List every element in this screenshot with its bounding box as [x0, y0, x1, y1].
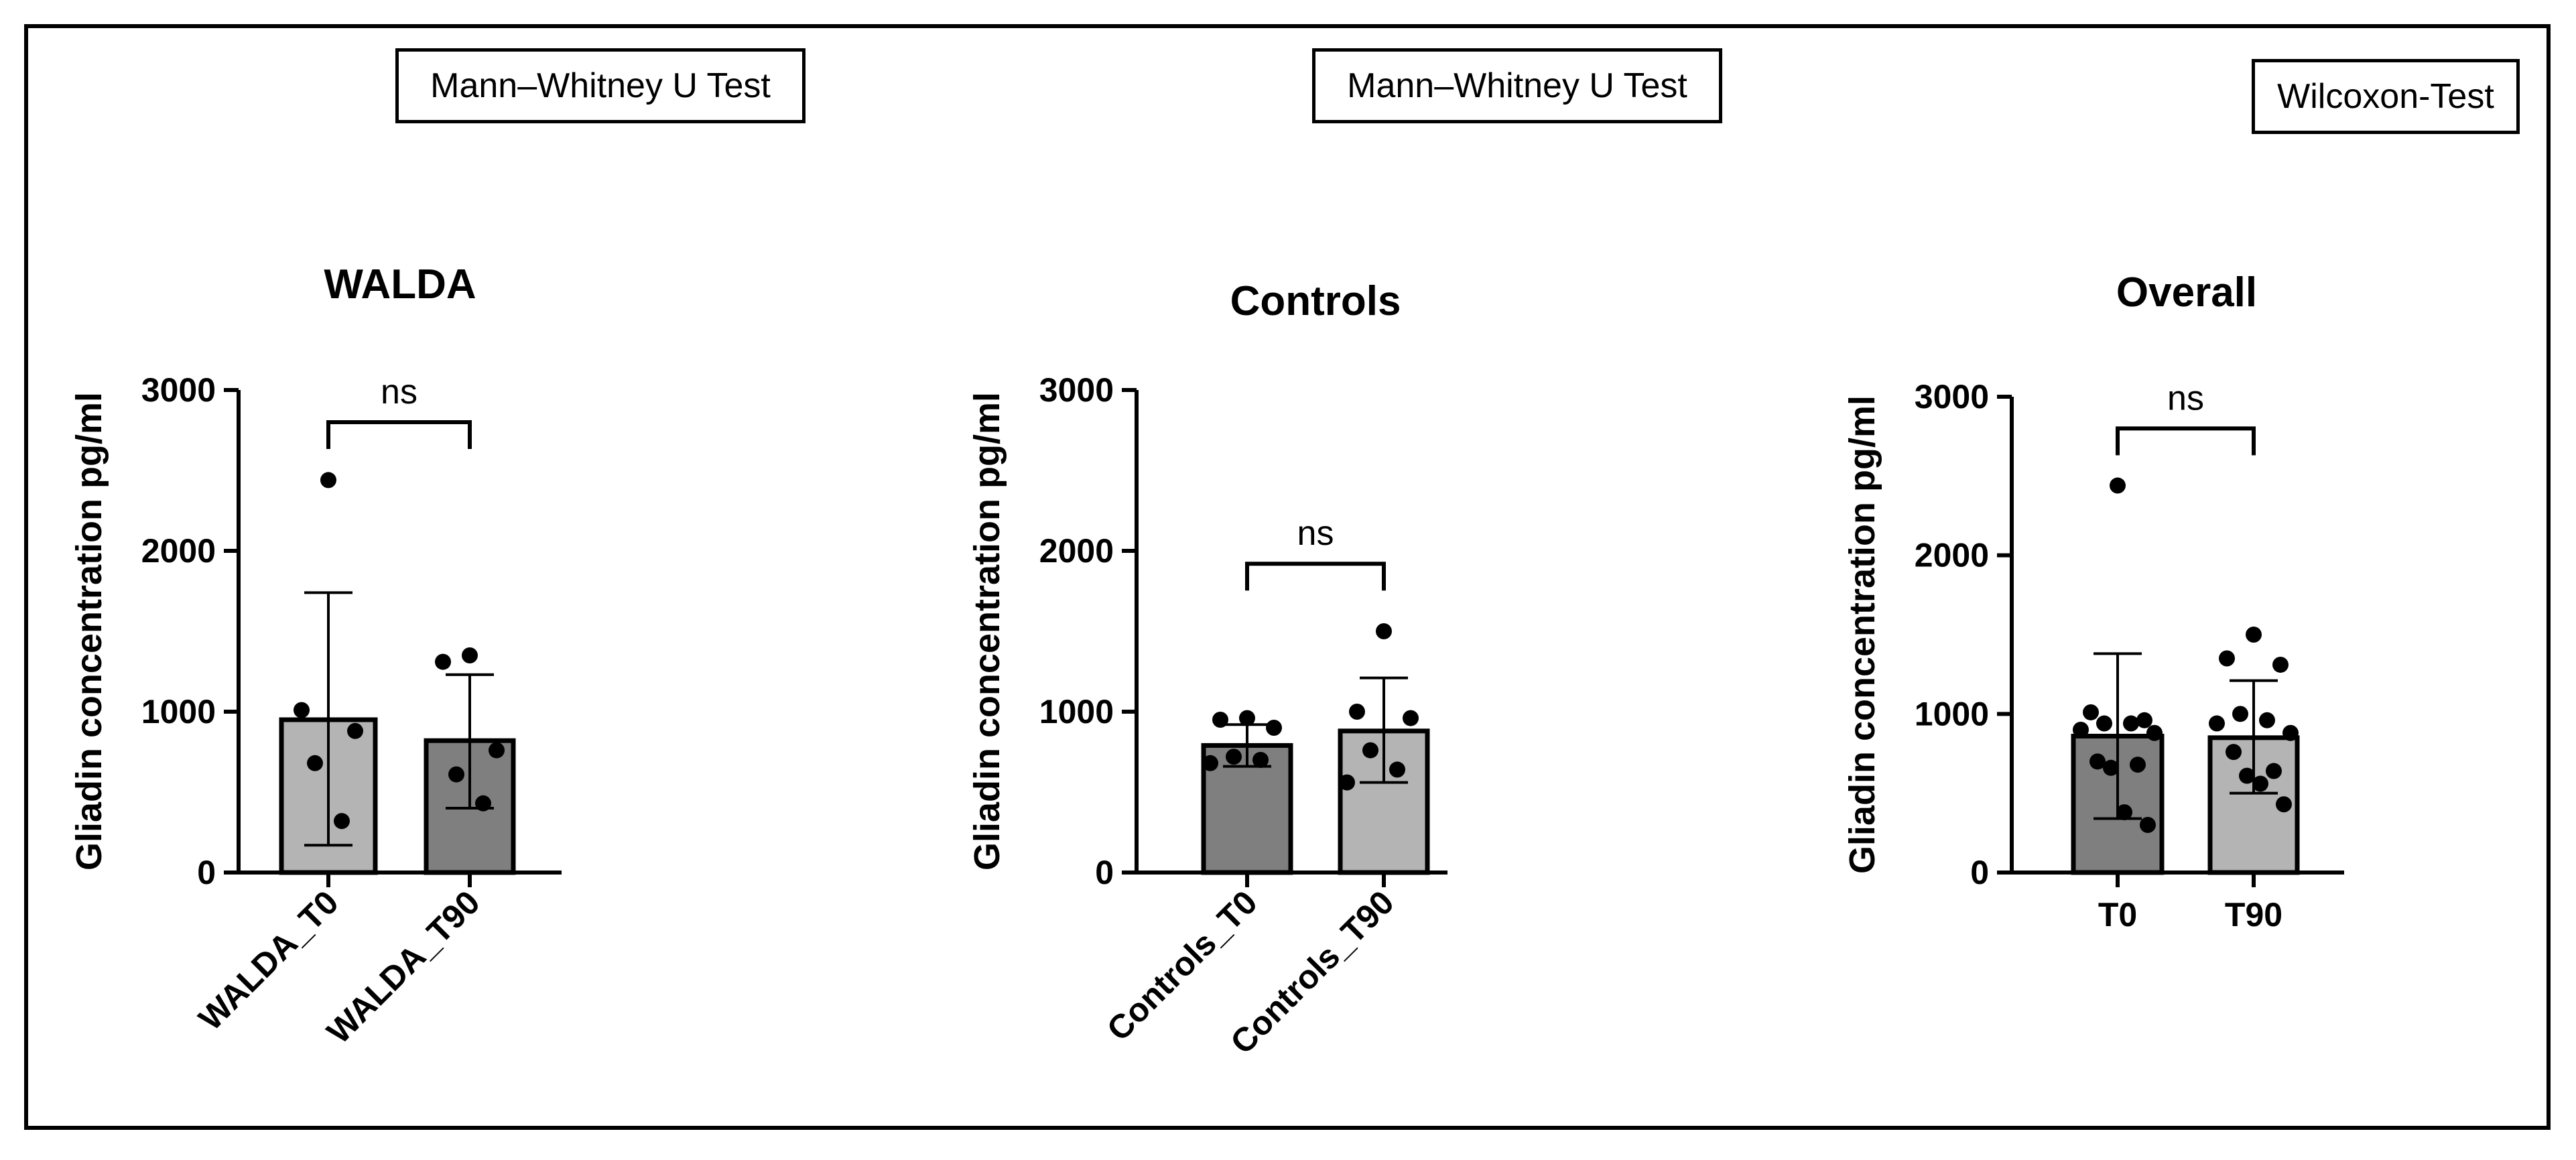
data-point	[294, 702, 310, 718]
chart-title: WALDA	[324, 261, 476, 308]
chart-title: Controls	[1230, 278, 1401, 324]
figure-frame	[24, 24, 2551, 1130]
data-point	[2103, 759, 2119, 776]
significance-bracket	[1245, 562, 1386, 591]
data-point	[347, 722, 363, 739]
data-point	[307, 755, 323, 771]
data-point	[2246, 627, 2262, 643]
data-point	[2110, 477, 2126, 494]
data-point	[2140, 817, 2156, 833]
data-point	[2272, 656, 2289, 673]
data-point	[2146, 724, 2163, 741]
y-tick-label: 3000	[1915, 378, 1989, 415]
data-point	[2089, 753, 2106, 770]
x-tick-label: T0	[2098, 896, 2137, 933]
data-point	[475, 795, 491, 812]
data-point	[2123, 715, 2139, 732]
data-point	[2209, 715, 2225, 732]
data-point	[1226, 749, 1242, 765]
data-point	[2282, 724, 2299, 741]
significance-label: ns	[2167, 379, 2204, 417]
y-axis-label: Gliadin concentration pg/ml	[967, 392, 1007, 871]
significance-bracket	[2116, 426, 2256, 456]
y-axis-label: Gliadin concentration pg/ml	[1842, 395, 1882, 874]
data-point	[448, 766, 464, 783]
data-point	[2226, 744, 2242, 761]
test-label-walda: Mann–Whitney U Test	[395, 48, 806, 123]
y-tick-label: 3000	[141, 371, 216, 409]
y-tick-label: 1000	[141, 693, 216, 730]
test-label-text: Mann–Whitney U Test	[1347, 66, 1687, 105]
y-tick-label: 1000	[1915, 695, 1989, 732]
data-point	[320, 472, 336, 489]
data-point	[462, 647, 478, 663]
data-point	[1239, 710, 1255, 726]
y-tick-label: 1000	[1039, 693, 1114, 730]
data-point	[1389, 761, 1405, 778]
test-label-text: Mann–Whitney U Test	[430, 66, 771, 105]
significance-label: ns	[381, 373, 417, 411]
significance-bracket	[326, 420, 472, 449]
data-point	[334, 813, 350, 830]
y-tick-label: 2000	[141, 532, 216, 570]
data-point	[1339, 774, 1355, 791]
data-point	[2073, 722, 2089, 738]
data-point	[1252, 752, 1269, 768]
x-tick-label: WALDA_T0	[192, 883, 346, 1037]
data-point	[1376, 623, 1392, 639]
chart-title: Overall	[2116, 269, 2257, 316]
test-label-overall: Wilcoxon-Test	[2252, 59, 2520, 134]
data-point	[2266, 763, 2282, 779]
y-tick-label: 3000	[1039, 371, 1114, 409]
data-point	[2096, 715, 2112, 732]
y-tick-label: 2000	[1039, 532, 1114, 570]
significance-label: ns	[1297, 514, 1334, 553]
data-point	[2219, 650, 2235, 667]
data-point	[1212, 712, 1228, 728]
data-point	[2252, 775, 2268, 792]
data-point	[2130, 757, 2146, 773]
data-point	[1403, 710, 1419, 726]
data-point	[2259, 712, 2275, 728]
x-tick-label: WALDA_T90	[320, 883, 487, 1051]
data-point	[2239, 767, 2255, 784]
data-point	[2276, 796, 2292, 813]
test-label-text: Wilcoxon-Test	[2277, 77, 2494, 116]
y-tick-label: 0	[1970, 854, 1989, 891]
y-tick-label: 2000	[1915, 537, 1989, 574]
x-tick-label: T90	[2225, 896, 2282, 933]
y-tick-label: 0	[197, 854, 216, 891]
data-point	[435, 653, 451, 670]
data-point	[1362, 742, 1378, 759]
test-label-controls: Mann–Whitney U Test	[1312, 48, 1722, 123]
data-point	[489, 742, 505, 759]
data-point	[2232, 706, 2248, 722]
data-point	[1349, 704, 1365, 720]
data-point	[2136, 712, 2152, 728]
y-tick-label: 0	[1095, 854, 1114, 891]
data-point	[2116, 804, 2132, 821]
y-axis-label: Gliadin concentration pg/ml	[69, 392, 109, 871]
data-point	[1266, 720, 1282, 736]
data-point	[1202, 755, 1218, 771]
data-point	[2083, 704, 2099, 720]
